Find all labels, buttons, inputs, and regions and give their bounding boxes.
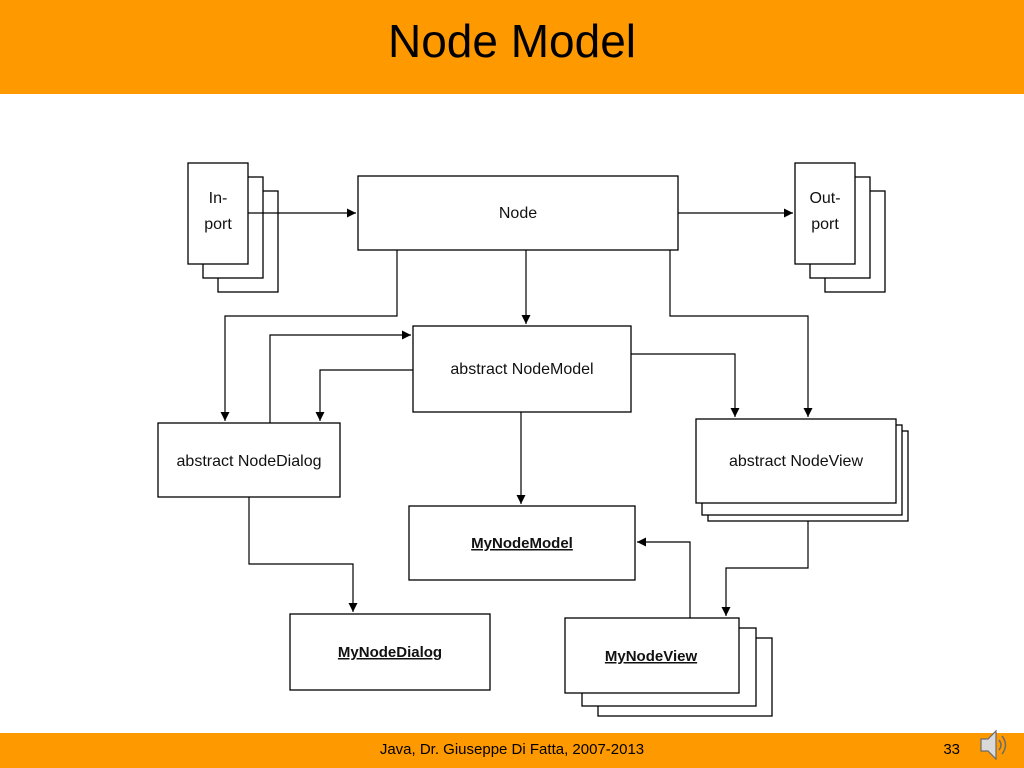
title-bar	[0, 0, 1024, 94]
node-box: Node	[357, 175, 679, 251]
arrow-nodedialog-nodemodel	[269, 330, 411, 423]
inport-label-2: port	[204, 216, 232, 233]
outport-box	[794, 162, 856, 265]
footer-bar	[0, 733, 1024, 768]
arrow-node-nodeview	[669, 250, 813, 417]
abstract-nodedialog-box: abstract NodeDialog	[157, 422, 341, 498]
mynodedialog-box: MyNodeDialog	[289, 613, 491, 691]
mynodeview-label: MyNodeView	[605, 648, 698, 665]
abstract-nodemodel-box: abstract NodeModel	[412, 325, 632, 413]
abstract-nodemodel-label: abstract NodeModel	[450, 361, 593, 378]
mynodeview-box	[564, 617, 740, 694]
slide-title: Node Model	[387, 15, 637, 67]
arrow-mynodeview-mynodemodel	[637, 537, 691, 618]
arrow-nodemodel-nodedialog	[315, 369, 413, 421]
page-number: 33	[943, 741, 960, 758]
arrow-nodemodel-nodeview	[631, 353, 740, 417]
arrow-nodedialog-mynodedialog	[248, 497, 358, 612]
arrow-nodeview-mynodeview	[721, 521, 809, 616]
abstract-nodeview-stack: abstract NodeView	[695, 418, 909, 522]
speaker-icon[interactable]	[978, 726, 1012, 764]
footer-credit: Java, Dr. Giuseppe Di Fatta, 2007-2013	[379, 741, 645, 758]
mynodeview-stack: MyNodeView	[564, 617, 773, 717]
mynodedialog-label: MyNodeDialog	[338, 644, 442, 661]
arrow-node-nodedialog	[220, 250, 398, 421]
inport-label-1: In-	[209, 190, 228, 207]
outport-label-2: port	[811, 216, 839, 233]
connectors	[220, 208, 813, 618]
inport-box	[187, 162, 249, 265]
inport-stack: In- port	[187, 162, 279, 293]
mynodemodel-label: MyNodeModel	[471, 535, 573, 552]
abstract-nodeview-box	[695, 418, 897, 504]
abstract-nodedialog-label: abstract NodeDialog	[177, 453, 322, 470]
node-label: Node	[499, 205, 537, 222]
outport-stack: Out- port	[794, 162, 886, 293]
abstract-nodeview-label: abstract NodeView	[729, 453, 863, 470]
mynodemodel-box: MyNodeModel	[408, 505, 636, 581]
outport-label-1: Out-	[809, 190, 840, 207]
